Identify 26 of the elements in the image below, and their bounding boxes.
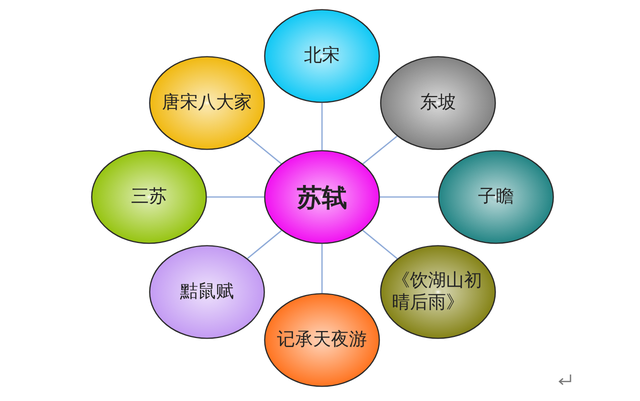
node-label: 《饮湖山初晴后雨》 [392,270,483,314]
connector-line [247,136,282,164]
connector-line [321,244,323,293]
topic-ellipse [91,150,207,244]
topic-ellipse [264,293,380,387]
node-label: 三苏 [131,186,167,208]
node-label: 子瞻 [478,186,514,208]
node-label: 苏轼 [297,182,347,212]
connector-line [362,136,398,164]
topic-ellipse [380,56,496,150]
topic-ellipse [380,245,496,339]
topic-ellipse [438,150,554,244]
connector-line [380,196,438,198]
connector-line [207,196,264,198]
node-label: 北宋 [304,45,340,67]
node-label: 黠鼠赋 [180,281,234,303]
topic-ellipse [264,9,380,103]
connector-line [321,103,323,150]
connector-line [362,230,398,260]
node-label: 记承天夜游 [277,329,367,351]
topic-ellipse [149,56,265,150]
node-label: 唐宋八大家 [162,92,252,114]
connector-line [247,230,282,259]
central-ellipse [264,150,380,244]
topic-ellipse [149,245,265,339]
node-label: 东坡 [420,92,456,114]
